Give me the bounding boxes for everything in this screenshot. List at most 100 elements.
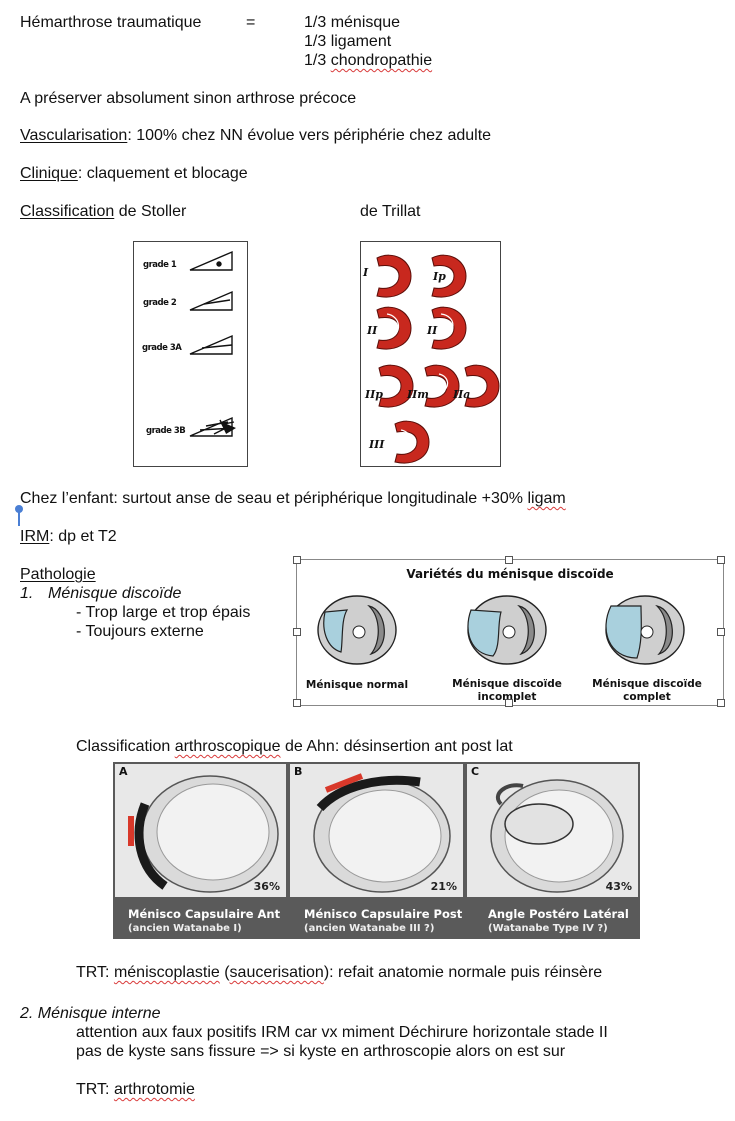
- vascu-label: Vascularisation: [20, 127, 128, 144]
- clinique-text: : claquement et blocage: [77, 165, 248, 182]
- resize-handle-ml[interactable]: [293, 628, 301, 636]
- trt1-word2: saucerisation: [229, 964, 324, 981]
- ahn-arrow-a: [128, 816, 134, 846]
- knee-incomplete: [467, 595, 547, 665]
- enfant-line: Chez l’enfant: surtout anse de seau et p…: [20, 489, 566, 508]
- resize-handle-bm[interactable]: [505, 699, 513, 707]
- irm-label: IRM: [20, 528, 50, 545]
- classif-line: Classification de Stoller: [20, 202, 186, 221]
- ahn-drawing-c: [490, 779, 624, 893]
- trillat-label-iim: IIm: [406, 388, 429, 401]
- stoller-wedge-2: [189, 290, 233, 311]
- ahn-drawing-b: [313, 773, 451, 893]
- stoller-dot-1: [216, 261, 222, 267]
- ahn-sub-b: (ancien Watanabe III ?): [304, 923, 435, 934]
- irm-line: IRM: dp et T2: [20, 527, 117, 546]
- trt1-word1: méniscoplastie: [113, 964, 220, 981]
- enfant-text: Chez l’enfant: surtout anse de seau et p…: [20, 490, 528, 507]
- item1-title: Ménisque discoïde: [48, 585, 182, 602]
- resize-handle-mr[interactable]: [717, 628, 725, 636]
- trillat-drawing: I Ip II II IIp IIm IIa III: [362, 254, 500, 464]
- ahn-percent-a: 36%: [253, 880, 280, 893]
- trillat-split-iim: [438, 373, 449, 393]
- vascu-text: : 100% chez NN évolue vers périphérie ch…: [127, 127, 492, 144]
- stoller-drawing: grade 1 grade 2 grade 3A grade 3B: [142, 250, 236, 437]
- stoller-grade3a-label: grade 3A: [142, 343, 182, 353]
- caption-normal: Ménisque normal: [305, 679, 409, 691]
- ahn-panel-b: 21% B: [290, 764, 463, 897]
- trillat-shape-iii: [394, 420, 430, 464]
- ahn-caption-a: Ménisco Capsulaire Ant: [128, 907, 281, 921]
- resize-handle-tm[interactable]: [505, 556, 513, 564]
- stoller-grade3b-label: grade 3B: [146, 426, 185, 436]
- ahn-letter-a: A: [119, 765, 128, 778]
- item2-line-2: pas de kyste sans fissure => si kyste en…: [76, 1043, 566, 1060]
- trt2-line: TRT: arthrotomie: [76, 1081, 195, 1098]
- header-left: Hémarthrose traumatique: [20, 14, 202, 31]
- trillat-label-ip: Ip: [432, 270, 446, 283]
- trillat-label-ii-a: II: [366, 324, 378, 337]
- ahn-drawing-a: [128, 775, 279, 893]
- ahn-arrow-b: [324, 773, 364, 793]
- vascu-line: Vascularisation: 100% chez NN évolue ver…: [20, 126, 491, 145]
- ahn-letter-b: B: [294, 765, 303, 778]
- trillat-label-iia: IIa: [452, 388, 470, 401]
- para-preserver: A préserver absolument sinon arthrose pr…: [20, 90, 357, 107]
- stoller-grade1-label: grade 1: [143, 260, 177, 270]
- discoid-title: Variétés du ménisque discoïde: [406, 567, 614, 581]
- trillat-figure: I Ip II II IIp IIm IIa III: [360, 241, 501, 467]
- clinique-line: Clinique: claquement et blocage: [20, 164, 248, 183]
- resize-handle-br[interactable]: [717, 699, 725, 707]
- ahn-percent-c: 43%: [605, 880, 632, 893]
- resize-handle-bl[interactable]: [293, 699, 301, 707]
- discoid-drawing: [317, 595, 685, 665]
- trillat-label-iii: III: [368, 438, 385, 451]
- item2-line-1: attention aux faux positifs IRM car vx m…: [76, 1024, 608, 1041]
- resize-handle-tl[interactable]: [293, 556, 301, 564]
- ahn-figure: 36% A 21% B 43% C Ménisco Capsulaire Ant…: [113, 762, 640, 939]
- ahn-panel-c: 43% C: [467, 764, 638, 897]
- knee-normal: [317, 595, 397, 665]
- resize-handle-tr[interactable]: [717, 556, 725, 564]
- header-line-3: 1/3 chondropathie: [304, 52, 433, 69]
- stoller-tear-3b: [199, 419, 235, 435]
- ahn-percent-b: 21%: [430, 880, 457, 893]
- ahn-pre: Classification: [76, 738, 175, 755]
- stoller-fill-3b: [222, 422, 236, 434]
- trillat-shape-ii-a: [376, 306, 412, 350]
- trillat-split-ii-a: [386, 313, 400, 339]
- trillat-label-ii-b: II: [426, 324, 438, 337]
- stoller-figure: grade 1 grade 2 grade 3A grade 3B: [133, 241, 248, 467]
- ahn-post: de Ahn: désinsertion ant post lat: [280, 738, 513, 755]
- pathologie-heading: Pathologie: [20, 566, 96, 583]
- bullet-1: - Trop large et trop épais: [76, 604, 251, 621]
- stoller-line-2: [203, 299, 231, 305]
- text-cursor[interactable]: [15, 505, 23, 526]
- ahn-line: Classification arthroscopique de Ahn: dé…: [76, 737, 513, 756]
- item1-number: 1.: [20, 585, 34, 602]
- discoid-figure[interactable]: Variétés du ménisque discoïde Ménisque n…: [293, 556, 725, 707]
- ahn-letter-c: C: [471, 765, 480, 778]
- trt1-line: TRT: méniscoplastie (saucerisation): ref…: [76, 964, 603, 981]
- trillat-shape-i: [376, 254, 412, 298]
- ahn-sub-a: (ancien Watanabe I): [128, 923, 242, 934]
- header-equals: =: [246, 14, 256, 31]
- trillat-label-iip: IIp: [364, 388, 383, 401]
- stoller-wedge-1: [189, 250, 233, 271]
- trillat-split-ii-b: [440, 313, 454, 339]
- ahn-caption-c: Angle Postéro Latéral: [488, 907, 629, 921]
- ahn-caption-b: Ménisco Capsulaire Post: [304, 907, 463, 921]
- item2-title: 2. Ménisque interne: [20, 1005, 161, 1022]
- classif-label: Classification: [20, 203, 115, 220]
- chondro-word: chondropathie: [330, 52, 433, 69]
- trillat-label-i: I: [362, 266, 369, 279]
- irm-text: : dp et T2: [49, 528, 117, 545]
- stoller-grade2-label: grade 2: [143, 298, 177, 308]
- clinique-label: Clinique: [20, 165, 78, 182]
- enfant-ligam: ligam: [527, 490, 566, 507]
- classif-text: de Stoller: [114, 203, 187, 220]
- trillat-heading: de Trillat: [360, 203, 421, 220]
- trillat-split-iii: [400, 429, 412, 453]
